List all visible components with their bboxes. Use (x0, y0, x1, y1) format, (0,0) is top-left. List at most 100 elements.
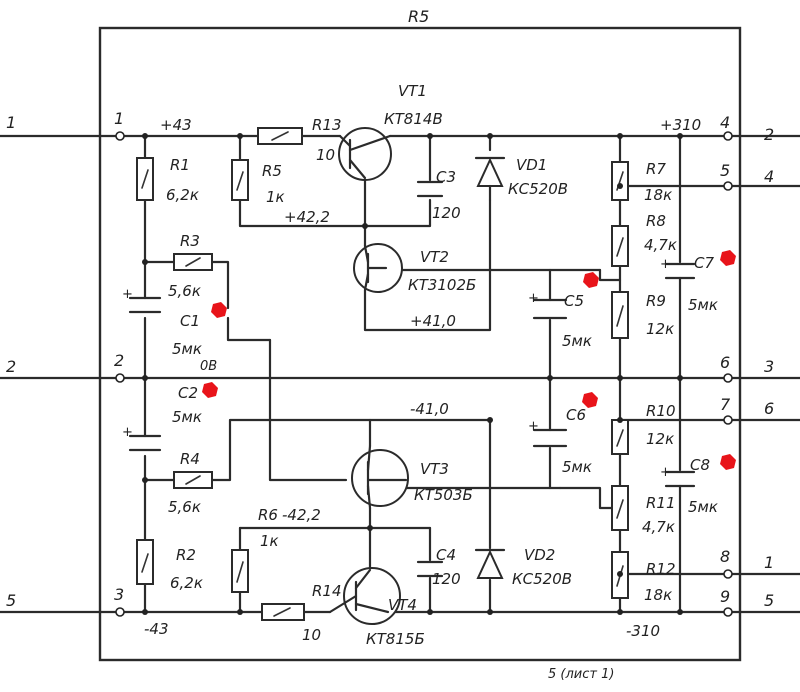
svg-text:+: + (528, 291, 539, 306)
r8-value: 4,7к (644, 236, 677, 254)
r10-resistor (611, 419, 629, 455)
vt3-value: КТ503Б (414, 486, 473, 504)
marker-c6 (582, 392, 598, 408)
port-right-6-inner: 6 (720, 353, 730, 372)
c1-capacitor: + (122, 287, 162, 314)
r7-value: 18к (644, 186, 672, 204)
vd1-value: КС520В (508, 180, 568, 198)
vd1-zener-diode (474, 134, 506, 202)
r9-value: 12к (646, 320, 674, 338)
r5-ref: R5 (262, 162, 282, 180)
port-right-5-inner: 5 (720, 161, 730, 180)
c7-value: 5мк (688, 296, 718, 314)
port-left-3-outer: 5 (6, 591, 16, 610)
r8-resistor (611, 225, 629, 267)
c3-ref: C3 (436, 168, 456, 186)
r4-resistor (173, 471, 213, 489)
c8-ref: C8 (690, 456, 710, 474)
c4-capacitor (416, 560, 444, 578)
voltage-plus-43: +43 (160, 116, 192, 134)
vt4-ref: VT4 (388, 596, 417, 614)
marker-c2 (202, 382, 218, 398)
port-right-5-outer: 4 (764, 167, 774, 186)
c6-capacitor: + (528, 419, 568, 448)
vt2-ref: VT2 (420, 248, 449, 266)
c5-value: 5мк (562, 332, 592, 350)
c6-value: 5мк (562, 458, 592, 476)
marker-c7 (720, 250, 736, 266)
port-right-7-outer: 6 (764, 399, 774, 418)
c4-ref: C4 (436, 546, 456, 564)
port-right-9-outer: 5 (764, 591, 774, 610)
r11-value: 4,7к (642, 518, 675, 536)
vt4-value: КТ815Б (366, 630, 425, 648)
right-divider-wires (548, 134, 682, 614)
r14-value: 10 (302, 626, 321, 644)
voltage-plus-310: +310 (660, 116, 701, 134)
port-right-4-outer: 2 (764, 125, 774, 144)
c1-ref: C1 (180, 312, 200, 330)
footer-label: 5 (лист 1) (548, 667, 614, 682)
vt4-transistor (328, 567, 401, 625)
port-left-1-inner: 1 (114, 109, 124, 128)
r11-resistor (611, 485, 629, 531)
c7-ref: C7 (694, 254, 714, 272)
c8-capacitor: + (660, 465, 696, 488)
vt3-transistor (351, 444, 409, 510)
c5-ref: C5 (564, 292, 584, 310)
port-right-4-inner: 4 (720, 113, 730, 132)
r2-resistor (136, 539, 154, 585)
c8-value: 5мк (688, 498, 718, 516)
zero-volt-label: 0В (200, 359, 217, 374)
block-frame (98, 26, 742, 662)
port-left-3-inner: 3 (114, 585, 124, 604)
lower-stage-wires (238, 418, 562, 614)
c5-capacitor: + (528, 291, 568, 320)
red-markers (202, 250, 736, 470)
c6-ref: C6 (566, 406, 586, 424)
marker-c1 (211, 302, 227, 318)
c1-value: 5мк (172, 340, 202, 358)
vt2-transistor (353, 243, 403, 293)
block-label: R5 (408, 7, 429, 26)
c2-ref: C2 (178, 384, 198, 402)
voltage-plus-42: +42,2 (284, 208, 330, 226)
vd2-zener-diode (474, 548, 506, 579)
r9-resistor (611, 291, 629, 339)
port-right-8-outer: 1 (764, 553, 774, 572)
port-right-8-inner: 8 (720, 547, 730, 566)
svg-text:+: + (122, 287, 133, 302)
r13-resistor (257, 127, 303, 145)
r3-ref: R3 (180, 232, 200, 250)
r10-ref: R10 (646, 402, 676, 420)
r9-ref: R9 (646, 292, 666, 310)
r10-value: 12к (646, 430, 674, 448)
voltage-minus-43: -43 (144, 620, 169, 638)
r5-resistor (231, 159, 249, 201)
c2-capacitor: + (122, 425, 162, 452)
r1-value: 6,2к (166, 186, 199, 204)
svg-text:+: + (122, 425, 133, 440)
bus-wires (0, 134, 800, 614)
upper-stage-wires (238, 134, 602, 482)
r7-resistor (611, 161, 629, 201)
svg-text:+: + (528, 419, 539, 434)
r4-ref: R4 (180, 450, 200, 468)
r12-ref: R12 (646, 560, 676, 578)
voltage-minus-42: -42,2 (282, 506, 321, 524)
vd1-ref: VD1 (516, 156, 547, 174)
vt1-value: КТ814В (384, 110, 443, 128)
svg-text:+: + (660, 257, 671, 272)
right-terminals (723, 131, 733, 617)
port-right-9-inner: 9 (720, 587, 730, 606)
r2-value: 6,2к (170, 574, 203, 592)
r3-value: 5,6к (168, 282, 201, 300)
r1-resistor (136, 157, 154, 201)
r3-resistor (173, 253, 213, 271)
voltage-plus-41: +41,0 (410, 312, 456, 330)
c4-value: 120 (432, 570, 461, 588)
r6-value: 1к (260, 532, 279, 550)
vt2-value: КТ3102Б (408, 276, 476, 294)
vt3-ref: VT3 (420, 460, 449, 478)
